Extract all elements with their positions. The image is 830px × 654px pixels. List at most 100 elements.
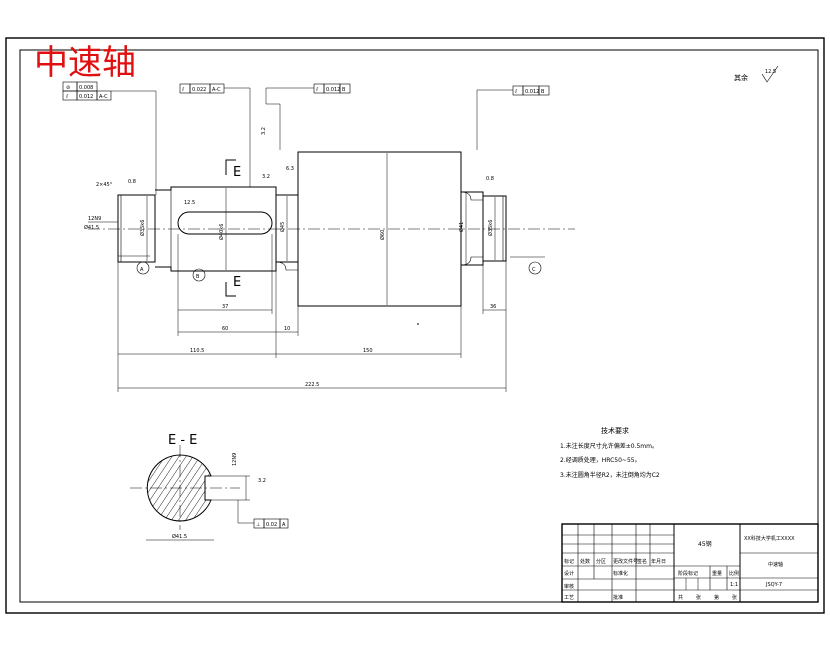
- datum-a: [136, 261, 150, 275]
- section-mark-bottom: E: [233, 275, 241, 290]
- roughness-note-value: 12.5: [765, 69, 776, 75]
- svg-text:2×45°: 2×45°: [96, 182, 113, 188]
- svg-text:0.022: 0.022: [192, 87, 206, 93]
- svg-text:批准: 批准: [613, 594, 623, 601]
- svg-text:⫽: ⫽: [514, 89, 518, 95]
- shaft-main-view: Ø35k6 Ø40k6 Ø45 Ø60 Ø41 Ø35k6 12N9 Ø41.5…: [62, 81, 575, 392]
- svg-text:设计: 设计: [564, 570, 574, 577]
- svg-text:张: 张: [732, 594, 737, 601]
- tech-item-2: 2.经调质处理，HRC50~55。: [560, 456, 641, 464]
- title-stamp: 中速轴: [34, 43, 136, 83]
- roughness-note-label: 其余: [734, 73, 748, 82]
- svg-text:Ø41.5: Ø41.5: [84, 224, 99, 231]
- svg-text:0.8: 0.8: [128, 179, 136, 185]
- svg-text:0.012: 0.012: [79, 94, 93, 100]
- svg-text:共: 共: [678, 594, 683, 601]
- svg-text:B: B: [196, 274, 200, 280]
- svg-text:处数: 处数: [580, 558, 590, 565]
- keyway-slot: [177, 211, 273, 235]
- svg-text:C: C: [532, 267, 536, 273]
- tech-item-1: 1.未注长度尺寸允许偏差±0.5mm。: [560, 442, 658, 450]
- scale: 1:1: [730, 582, 738, 588]
- svg-text:Ø41: Ø41: [458, 222, 465, 232]
- svg-text:Ø35k6: Ø35k6: [139, 220, 146, 236]
- svg-text:12.5: 12.5: [184, 200, 195, 206]
- tech-heading: 技术要求: [601, 426, 629, 435]
- svg-text:A-C: A-C: [212, 87, 221, 93]
- svg-text:12N9: 12N9: [88, 216, 101, 222]
- svg-text:Ø41.5: Ø41.5: [172, 533, 187, 540]
- svg-text:重量: 重量: [712, 570, 722, 577]
- svg-text:3.2: 3.2: [262, 174, 270, 180]
- inner-border: [19, 49, 819, 603]
- svg-text:37: 37: [222, 304, 228, 310]
- tolerance-frame-3: ⫽ 0.022 A-C: [179, 83, 251, 187]
- hatch-line: [147, 455, 184, 522]
- svg-text:标准化: 标准化: [613, 570, 628, 577]
- section-label: E - E: [168, 433, 197, 448]
- svg-text:0.012: 0.012: [525, 89, 539, 95]
- svg-text:12N9: 12N9: [232, 453, 238, 466]
- svg-text:Ø60: Ø60: [379, 230, 386, 240]
- hatch-line: [157, 455, 211, 522]
- hatch-line: [74, 440, 134, 530]
- material: 45钢: [698, 540, 712, 548]
- svg-text:标记: 标记: [564, 558, 574, 565]
- hatch-line: [60, 440, 120, 530]
- svg-text:0.02: 0.02: [266, 522, 277, 528]
- hatch-line: [185, 455, 211, 522]
- hatch-line: [147, 455, 156, 522]
- svg-text:110.5: 110.5: [190, 348, 204, 354]
- gear-body: [297, 151, 462, 307]
- svg-text:10: 10: [284, 326, 290, 332]
- svg-text:⫽: ⫽: [181, 87, 185, 93]
- svg-text:60: 60: [222, 326, 228, 332]
- datum-b: [192, 268, 206, 282]
- hatch-line: [147, 455, 149, 522]
- tolerance-frame-5: ⫽ 0.012 B: [476, 85, 550, 150]
- hatch-line: [171, 455, 211, 522]
- title-block: 45钢 XX科技大学机工XXXX 中速轴 JSQY-7 1:1 标记 处数 分区…: [561, 523, 819, 603]
- hatch-line: [235, 440, 295, 530]
- svg-text:⫽: ⫽: [315, 87, 319, 93]
- svg-text:0.012: 0.012: [326, 87, 340, 93]
- svg-text:⊘: ⊘: [66, 85, 70, 91]
- svg-text:150: 150: [363, 348, 373, 354]
- svg-text:36: 36: [490, 304, 496, 310]
- svg-text:Ø40k6: Ø40k6: [218, 224, 225, 240]
- svg-text:0.008: 0.008: [79, 85, 93, 91]
- hatch-line: [164, 455, 211, 522]
- svg-text:阶段标记: 阶段标记: [678, 570, 698, 577]
- svg-text:⫽: ⫽: [65, 94, 69, 100]
- svg-text:⊥: ⊥: [256, 522, 260, 528]
- drawing-no: JSQY-7: [765, 582, 782, 588]
- tolerance-frame-1: ⊘ 0.008: [62, 81, 98, 92]
- svg-text:签名: 签名: [637, 558, 647, 565]
- section-mark-top: E: [233, 165, 241, 180]
- svg-text:0.8: 0.8: [486, 176, 494, 182]
- svg-text:B: B: [342, 87, 346, 93]
- svg-text:A: A: [140, 267, 144, 273]
- tolerance-frame-4: ⫽ 0.012 B: [265, 83, 351, 150]
- svg-text:A: A: [282, 522, 286, 528]
- part-name: 中速轴: [768, 561, 783, 568]
- hatch-line: [214, 440, 274, 530]
- hatch-line: [199, 455, 211, 522]
- tolerance-frame-6: ⊥ 0.02 A: [237, 500, 289, 529]
- tech-item-3: 3.未注圆角半径R2，未注倒角均为C2: [560, 471, 660, 479]
- hatch-line: [147, 455, 191, 522]
- hatch-line: [67, 440, 127, 530]
- svg-text:工艺: 工艺: [564, 595, 574, 601]
- svg-text:Ø45: Ø45: [279, 222, 286, 232]
- tech-requirements: 技术要求 1.未注长度尺寸允许偏差±0.5mm。 2.经调质处理，HRC50~5…: [560, 426, 660, 479]
- outer-border: [5, 37, 825, 614]
- roughness-note: 其余 12.5: [734, 65, 779, 83]
- tolerance-frame-2: ⫽ 0.012 A-C: [62, 90, 157, 195]
- svg-text:第: 第: [714, 594, 719, 601]
- svg-text:张: 张: [696, 594, 701, 601]
- svg-text:审核: 审核: [564, 583, 574, 590]
- svg-text:A-C: A-C: [99, 94, 108, 100]
- svg-text:222.5: 222.5: [305, 382, 319, 388]
- datum-c: [528, 261, 542, 275]
